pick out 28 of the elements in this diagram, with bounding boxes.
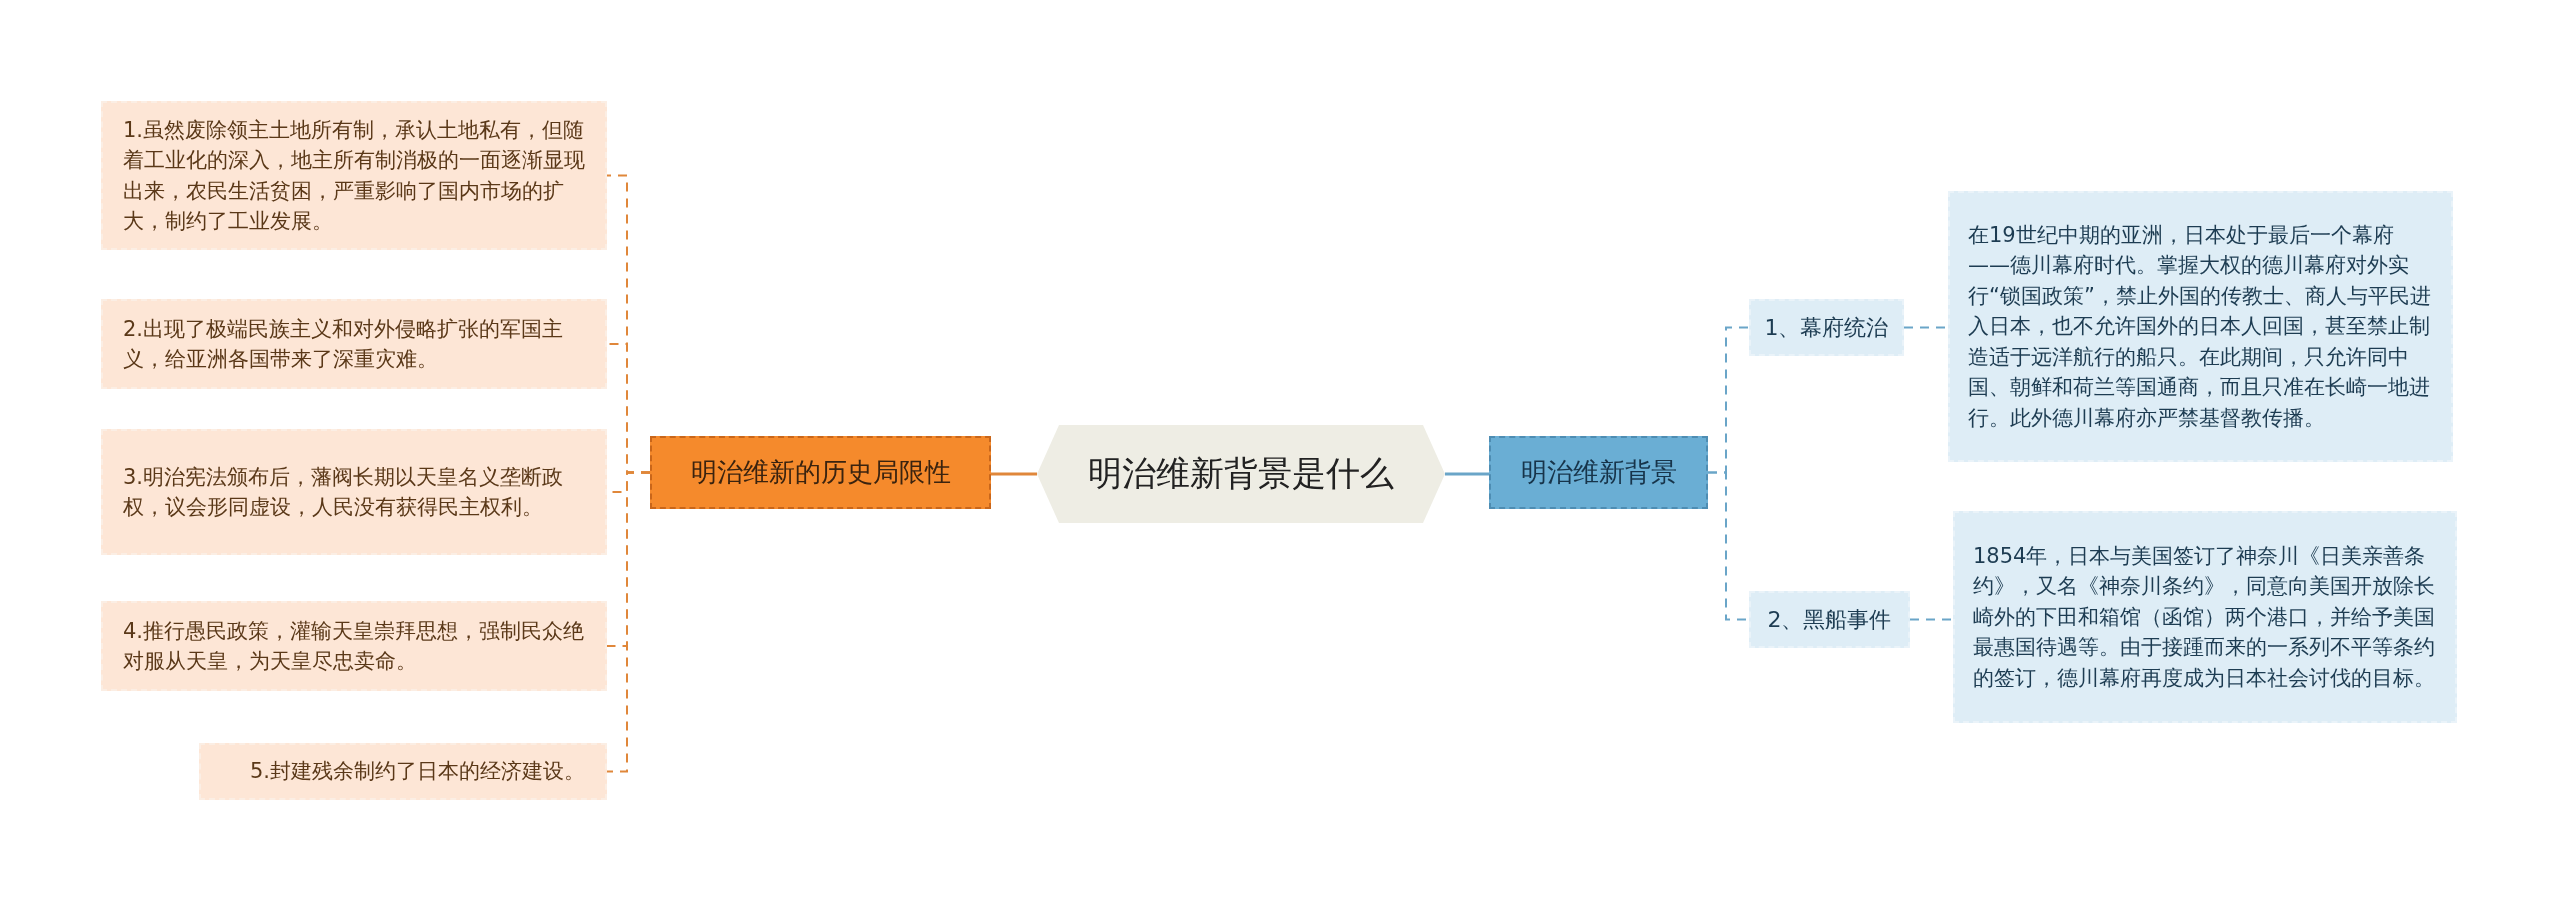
connector <box>1909 618 1954 621</box>
note-box <box>101 299 607 389</box>
note-box <box>199 743 607 800</box>
branch-box <box>650 436 991 509</box>
topic-text: 明治维新的历史局限性 <box>690 455 951 489</box>
note-box <box>101 601 607 691</box>
topic-text: 3.明治宪法颁布后，藩阀长期以天皇名义垄断政权，议会形同虚设，人民没有获得民主权利。 <box>123 463 565 521</box>
subtopic-box <box>1749 591 1910 648</box>
topic-text: 在19世纪中期的亚洲，日本处于最后一个幕府——德川幕府时代。掌握大权的德川幕府对外实行“锁国政策”，禁止外国的传教士、商人与平民进入日本，也不允许国外的日本人回国，甚至禁止制造适于远洋航行的船只。在此期间，只允许同中国、朝鲜和荷兰等国通商，而且只准在长崎一地进行。此外德川幕府亦严禁基督教传播。 <box>1968 221 2432 432</box>
subtopic-box <box>1749 299 1904 356</box>
topic-text: 明治维新背景是什么 <box>1088 452 1394 496</box>
topic-text: 明治维新背景 <box>1520 455 1677 489</box>
topic-text: 1、幕府统治 <box>1764 313 1889 342</box>
topic-text: 5.封建残余制约了日本的经济建设。 <box>249 758 585 786</box>
note-box <box>101 429 607 555</box>
connector <box>1445 472 1489 476</box>
connector <box>606 471 651 773</box>
topic-text: 4.推行愚民政策，灌输天皇崇拜思想，强制民众绝对服从天皇，为天皇尽忠卖命。 <box>123 617 585 675</box>
topic-text: 1.虽然废除领主土地所有制，承认土地私有，但随着工业化的深入，地主所有制消极的一面逐渐显现出来，农民生活贫困，严重影响了国内市场的扩大，制约了工业发展。 <box>123 116 585 235</box>
connector <box>991 472 1037 476</box>
topic-text: 2.出现了极端民族主义和对外侵略扩张的军国主义，给亚洲各国带来了深重灾难。 <box>123 315 565 373</box>
central-topic-hexagon <box>1037 425 1445 523</box>
note-box <box>101 101 607 250</box>
branch-box <box>1489 436 1708 509</box>
note-box <box>1953 511 2457 723</box>
topic-text: 2、黑船事件 <box>1767 605 1892 634</box>
topic-text: 1854年，日本与美国签订了神奈川《日美亲善条约》，又名《神奈川条约》，同意向美国开放除长崎外的下田和箱馆（函馆）两个港口，并给予美国最惠国待遇等。由于接踵而来的一系列不平等条约的签订，德川幕府再度成为日本社会讨伐的目标。 <box>1973 542 2436 692</box>
note-box <box>1948 191 2453 462</box>
